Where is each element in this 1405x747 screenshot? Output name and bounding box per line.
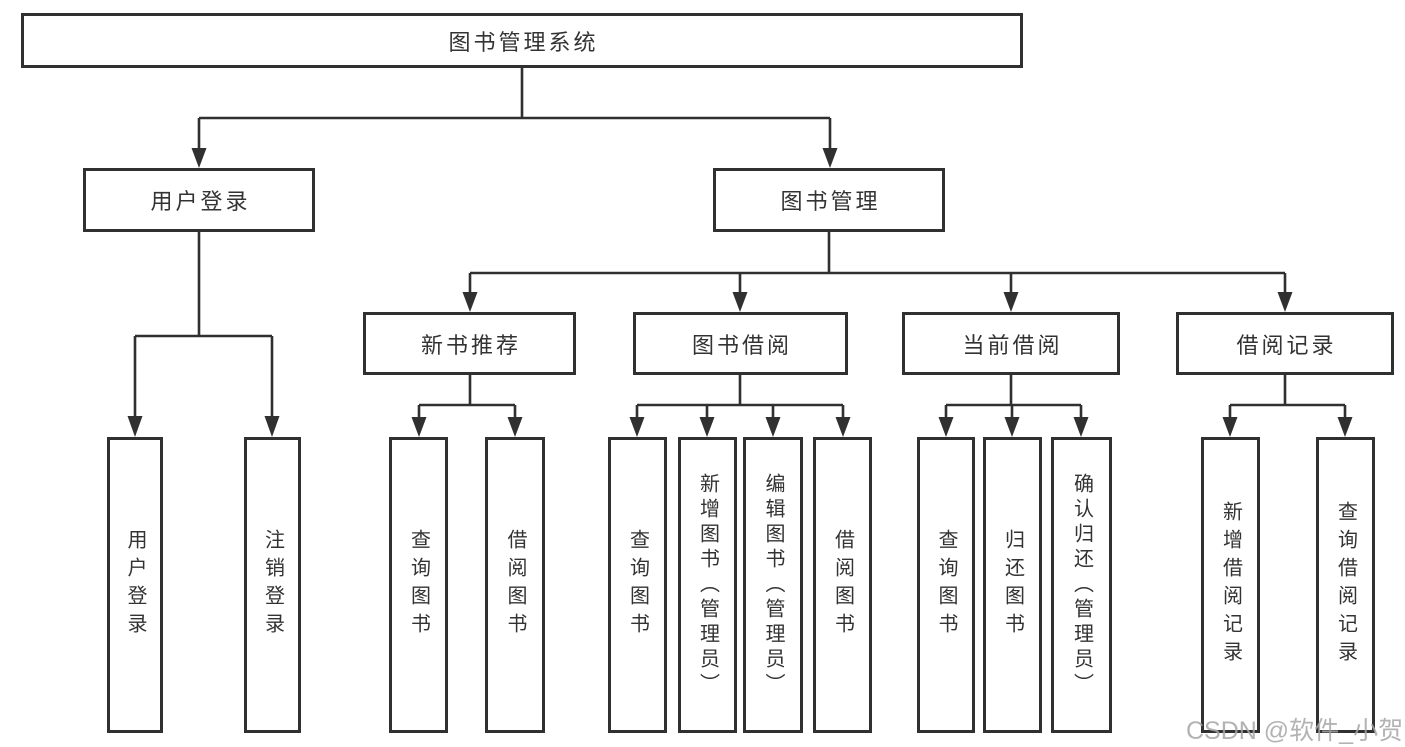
node-leaf-add-borrow-record: 新增借阅记录 bbox=[1201, 437, 1260, 733]
node-leaf-user-login: 用户登录 bbox=[107, 437, 163, 733]
connectors-new-book-recommend bbox=[411, 375, 523, 437]
node-leaf-confirm-return-admin: 确认归还（管理员） bbox=[1051, 437, 1112, 733]
connectors-book-borrow bbox=[629, 375, 851, 437]
node-leaf-edit-book-admin: 编辑图书（管理员） bbox=[743, 437, 803, 733]
node-root: 图书管理系统 bbox=[21, 13, 1023, 68]
node-book-borrow: 图书借阅 bbox=[633, 312, 848, 375]
node-leaf-borrow-book-2: 借阅图书 bbox=[813, 437, 872, 733]
watermark: CSDN @软件_小贺同学 bbox=[1186, 717, 1405, 745]
connectors-borrow-records bbox=[1222, 375, 1353, 437]
node-user-login: 用户登录 bbox=[83, 168, 315, 232]
connectors-root bbox=[191, 68, 838, 168]
node-leaf-query-book-3: 查询图书 bbox=[917, 437, 975, 733]
node-new-book-recommend: 新书推荐 bbox=[363, 312, 576, 375]
node-leaf-query-book-1: 查询图书 bbox=[389, 437, 448, 733]
node-leaf-add-book-admin: 新增图书（管理员） bbox=[678, 437, 737, 733]
node-borrow-records: 借阅记录 bbox=[1176, 312, 1394, 375]
connectors-current-borrow bbox=[938, 375, 1089, 437]
node-leaf-logout: 注销登录 bbox=[244, 437, 301, 733]
node-leaf-return-book: 归还图书 bbox=[983, 437, 1042, 733]
node-leaf-query-book-2: 查询图书 bbox=[608, 437, 667, 733]
node-leaf-query-borrow-record: 查询借阅记录 bbox=[1316, 437, 1375, 733]
connectors-user-login bbox=[127, 232, 280, 437]
node-current-borrow: 当前借阅 bbox=[902, 312, 1120, 375]
node-book-management: 图书管理 bbox=[713, 168, 945, 232]
connectors-book-management bbox=[462, 232, 1293, 312]
node-leaf-borrow-book-1: 借阅图书 bbox=[485, 437, 545, 733]
